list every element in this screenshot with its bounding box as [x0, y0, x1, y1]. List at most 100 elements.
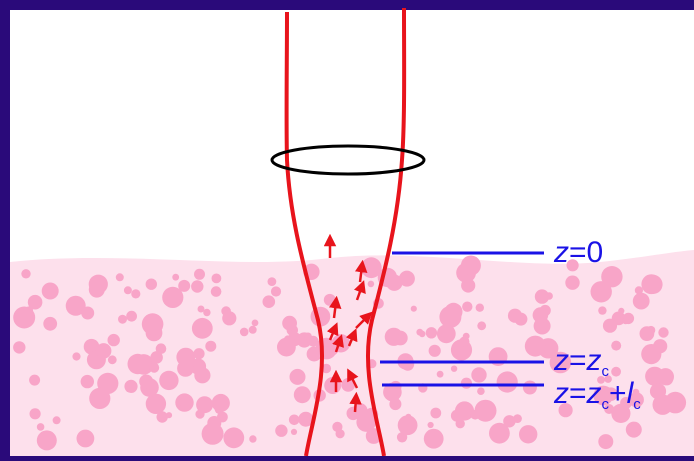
- particle: [115, 273, 124, 282]
- particle: [425, 327, 438, 339]
- particle: [29, 408, 41, 420]
- scatter-arrow-icon: [355, 311, 373, 329]
- particle: [52, 416, 61, 425]
- particle: [211, 393, 230, 413]
- particle: [191, 317, 213, 339]
- particle: [398, 270, 415, 287]
- particle: [460, 255, 481, 276]
- particle: [323, 293, 336, 306]
- particle: [72, 352, 81, 361]
- particle: [304, 332, 312, 341]
- particle: [203, 308, 211, 317]
- particle: [470, 409, 481, 420]
- particle: [298, 411, 314, 427]
- particle: [149, 362, 160, 373]
- particle: [275, 424, 288, 437]
- particle: [150, 351, 163, 364]
- particle: [197, 305, 205, 313]
- particle: [428, 344, 441, 357]
- particle: [211, 273, 222, 284]
- particle: [156, 411, 168, 423]
- particle: [657, 368, 674, 386]
- particle: [514, 312, 528, 326]
- particle: [356, 412, 377, 432]
- particle: [29, 374, 41, 386]
- particle: [383, 382, 402, 402]
- particle: [107, 333, 120, 347]
- particle: [262, 295, 276, 309]
- particle: [471, 367, 487, 383]
- particle: [162, 286, 184, 308]
- particle: [618, 307, 625, 314]
- particle: [195, 409, 205, 419]
- particle: [277, 337, 296, 357]
- particle: [178, 279, 191, 292]
- particle: [207, 416, 222, 430]
- particle: [430, 407, 442, 419]
- particle: [141, 313, 164, 335]
- lens-icon: [270, 144, 426, 176]
- particle: [477, 387, 485, 396]
- particle: [193, 348, 205, 360]
- particle: [565, 275, 580, 290]
- particle: [179, 396, 193, 409]
- particle: [628, 392, 644, 408]
- particle: [290, 428, 298, 435]
- particle: [611, 366, 621, 377]
- particle: [622, 317, 629, 325]
- particle: [248, 325, 257, 334]
- particle: [566, 259, 579, 272]
- particle: [270, 286, 282, 297]
- particle: [282, 315, 297, 331]
- beam-left-edge: [284, 11, 325, 457]
- particle: [239, 327, 249, 337]
- particle: [427, 421, 434, 429]
- particle: [221, 306, 231, 316]
- particle: [641, 274, 662, 295]
- particle: [602, 318, 618, 333]
- scatter-arrow-icon: [349, 391, 362, 413]
- particle: [460, 377, 472, 389]
- particle: [159, 370, 179, 391]
- particle: [597, 376, 605, 384]
- particle: [462, 301, 473, 312]
- particle: [13, 341, 26, 354]
- particle: [598, 434, 614, 450]
- particle: [36, 430, 57, 451]
- scatter-arrows: [323, 233, 373, 413]
- particle: [189, 358, 207, 375]
- particle: [524, 335, 546, 357]
- particle: [545, 292, 553, 300]
- particle: [123, 286, 132, 295]
- particle: [423, 428, 444, 449]
- particle: [401, 357, 415, 371]
- scatter-arrow-icon: [345, 328, 358, 347]
- scatter-arrow-icon: [332, 334, 344, 353]
- particle: [544, 343, 556, 355]
- particle: [36, 423, 45, 431]
- particle: [315, 337, 338, 360]
- particle: [127, 353, 148, 375]
- particle: [81, 306, 95, 320]
- particle: [95, 343, 112, 359]
- scatter-arrow-icon: [329, 295, 342, 319]
- particle: [649, 383, 667, 400]
- particle: [223, 427, 245, 449]
- particle: [139, 374, 154, 389]
- particle: [196, 396, 214, 414]
- particle: [590, 281, 612, 303]
- particle: [346, 406, 360, 421]
- particle: [324, 377, 342, 394]
- particle: [76, 429, 95, 448]
- beam-right-edge: [365, 7, 407, 457]
- particle: [462, 332, 470, 340]
- scatter-arrow-icon: [354, 280, 366, 301]
- particle: [639, 326, 655, 341]
- particle: [249, 435, 257, 443]
- particle: [27, 294, 43, 310]
- particle: [392, 330, 408, 346]
- particle: [503, 415, 516, 428]
- particle: [496, 371, 518, 393]
- scatter-arrow-icon: [347, 368, 359, 389]
